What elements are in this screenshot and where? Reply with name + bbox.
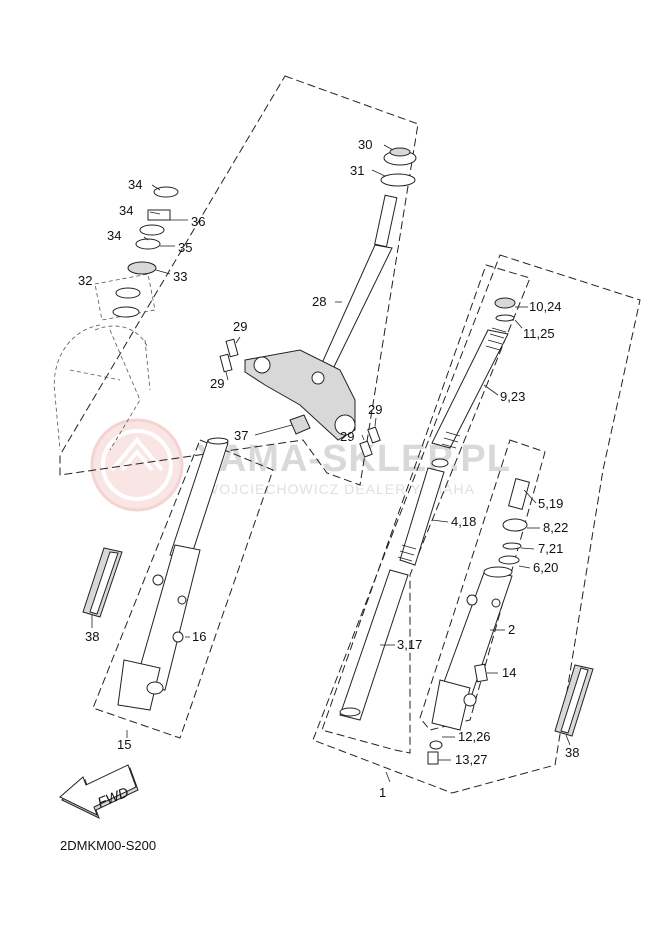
lead-31 [371, 169, 386, 177]
callout-6-20: 6,20 [533, 560, 558, 575]
callout-7-21: 7,21 [538, 541, 563, 556]
damper-parts [498, 478, 530, 565]
lead-29a [235, 336, 241, 344]
group-outline-damper [419, 439, 546, 731]
callout-14: 14 [502, 665, 516, 680]
spring-assembly [339, 297, 516, 721]
callout-8-22: 8,22 [543, 520, 568, 535]
callout-29d: 29 [340, 429, 354, 444]
watermark-logo [90, 418, 184, 512]
steering-stem [317, 147, 417, 376]
lead-34b [149, 211, 161, 215]
callout-12-26: 12,26 [458, 729, 491, 744]
lead-34c [143, 236, 149, 241]
lead-7-21 [520, 547, 535, 550]
fwd-arrow: FWD [59, 764, 139, 819]
diagram-code: 2DMKM00-S200 [60, 838, 156, 853]
lead-9-23 [483, 384, 499, 396]
right-guard [554, 664, 594, 737]
callout-38a: 38 [85, 629, 99, 644]
left-guard [82, 547, 123, 618]
callout-38b: 38 [565, 745, 579, 760]
watermark-subtext: WOJCIECHOWICZ DEALER YAMAHA [205, 481, 475, 497]
group-outline-inner-tube [321, 264, 531, 754]
right-fork-outer [427, 566, 513, 765]
callout-11-25: 11,25 [523, 326, 555, 341]
callout-13-27: 13,27 [455, 752, 488, 767]
callout-2: 2 [508, 622, 515, 637]
lead-11-25 [514, 319, 523, 329]
callout-36: 36 [191, 214, 205, 229]
callout-34a: 34 [128, 177, 142, 192]
callout-37: 37 [234, 428, 248, 443]
lead-6-20 [518, 565, 531, 569]
lead-30 [383, 144, 394, 151]
lead-29c [374, 417, 377, 427]
callout-9-23: 9,23 [500, 389, 525, 404]
lead-37 [254, 424, 293, 436]
callout-32: 32 [78, 273, 92, 288]
callout-4-18: 4,18 [451, 514, 476, 529]
watermark-text: YAMA-SKLEP.PL [196, 438, 511, 480]
callout-33: 33 [173, 269, 187, 284]
bearing-stack [53, 186, 179, 451]
callout-29a: 29 [233, 319, 247, 334]
group-outline-steering [59, 75, 419, 486]
callout-10-24: 10,24 [529, 299, 562, 314]
lead-38b [565, 734, 571, 746]
group-outline-right-fork [312, 254, 641, 794]
callout-28: 28 [312, 294, 326, 309]
lead-33 [155, 269, 171, 275]
lead-4-18 [431, 519, 449, 523]
lead-1 [385, 771, 391, 783]
callout-35: 35 [178, 240, 192, 255]
lead-29d [361, 434, 365, 441]
lead-29b [225, 371, 229, 381]
callout-16: 16 [192, 629, 206, 644]
callout-15: 15 [117, 737, 131, 752]
callout-34c: 34 [107, 228, 121, 243]
callout-29b: 29 [210, 376, 224, 391]
lead-5-19 [523, 489, 537, 504]
group-outline-left-fork [92, 439, 274, 739]
callout-30: 30 [358, 137, 372, 152]
lead-34a [151, 184, 161, 191]
callout-3-17: 3,17 [397, 637, 422, 652]
callout-29c: 29 [368, 402, 382, 417]
lower-bracket [219, 338, 381, 458]
left-fork [117, 437, 229, 711]
callout-31: 31 [350, 163, 364, 178]
callout-34b: 34 [119, 203, 133, 218]
callout-1: 1 [379, 785, 386, 800]
callout-5-19: 5,19 [538, 496, 563, 511]
